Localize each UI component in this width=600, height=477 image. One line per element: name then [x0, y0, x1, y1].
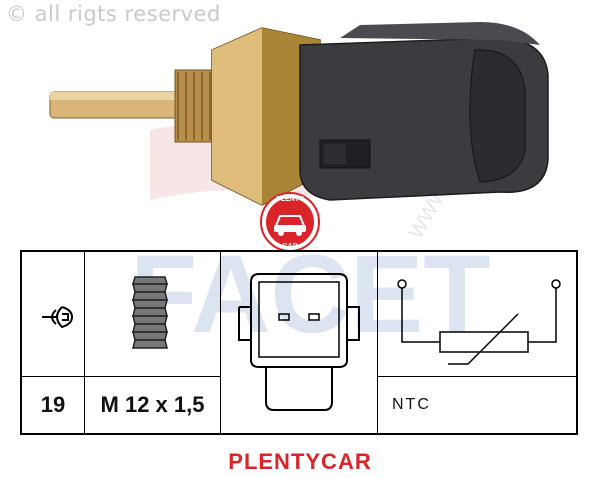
spec-col-tool: 19	[22, 252, 85, 433]
badge-bottom-text: CAR	[282, 243, 298, 250]
ntc-thermistor-symbol	[397, 279, 561, 365]
thread-icon	[132, 276, 168, 349]
sensor-product-image	[49, 22, 549, 206]
badge-top-text: PLENTY	[276, 196, 304, 203]
wrench-icon	[42, 306, 74, 329]
spec-table: 19 M 12 x 1,5	[20, 250, 578, 435]
connector-plug-icon	[238, 273, 360, 411]
spec-col-ntc: NTC	[378, 252, 576, 433]
footer-brand: PLENTYCAR	[228, 449, 372, 474]
copyright-notice: © all rigts reserved	[6, 2, 221, 26]
thread-size-value: M 12 x 1,5	[85, 376, 220, 433]
ntc-label: NTC	[378, 376, 576, 433]
spec-col-connector	[221, 252, 378, 433]
wrench-size-value: 19	[22, 376, 84, 433]
spec-col-thread: M 12 x 1,5	[85, 252, 221, 433]
watermark-brand: FACET	[130, 233, 491, 356]
